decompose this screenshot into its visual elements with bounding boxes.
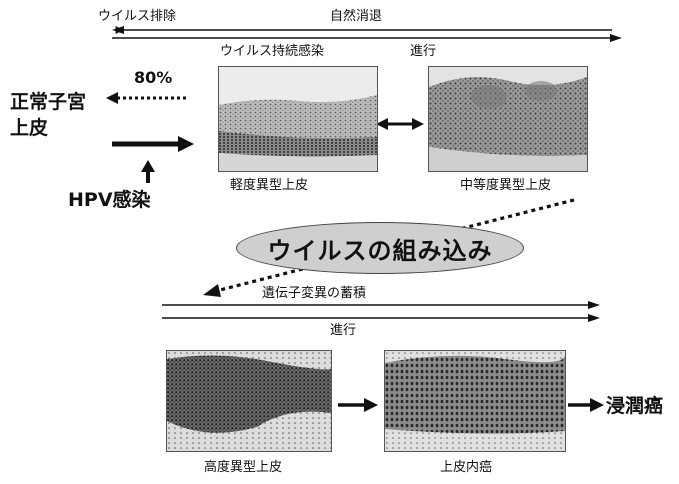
natural-regression-label: 自然消退 xyxy=(330,9,383,24)
severe-dysplasia-micrograph xyxy=(166,350,332,452)
carcinoma-in-situ-label: 上皮内癌 xyxy=(440,460,493,475)
mild-dysplasia-micrograph xyxy=(218,66,378,172)
persistent-infection-label: ウイルス持続感染 xyxy=(220,44,325,59)
gene-accumulation-label: 遺伝子変異の蓄積 xyxy=(262,286,367,301)
progression-top-label: 進行 xyxy=(410,44,437,59)
virus-elimination-label: ウイルス排除 xyxy=(98,9,177,24)
moderate-dysplasia-micrograph xyxy=(428,66,588,172)
bottom-timeline-arrows xyxy=(162,301,600,322)
cis-to-invasive-arrow xyxy=(568,398,604,412)
top-timeline-arrows xyxy=(112,26,622,42)
normal-epithelium-line2: 上皮 xyxy=(10,117,49,139)
hpv-up-arrow xyxy=(141,160,155,183)
viral-integration-ellipse: ウイルスの組み込み xyxy=(236,222,524,274)
hpv-infection-label: HPV感染 xyxy=(68,189,151,211)
mild-dysplasia-label: 軽度異型上皮 xyxy=(230,178,309,193)
invasive-cancer-label: 浸潤癌 xyxy=(606,395,664,417)
bidirectional-arrow xyxy=(376,118,424,130)
percentage-label: 80% xyxy=(134,68,173,87)
carcinoma-in-situ-micrograph xyxy=(384,350,566,452)
viral-integration-label: ウイルスの組み込み xyxy=(267,236,493,265)
progression-bold-arrow xyxy=(112,136,194,152)
moderate-dysplasia-label: 中等度異型上皮 xyxy=(460,178,552,193)
normal-epithelium-line1: 正常子宮 xyxy=(10,91,87,113)
severe-dysplasia-label: 高度異型上皮 xyxy=(204,460,283,475)
regression-dotted-arrow xyxy=(106,92,186,104)
progression-bottom-label: 進行 xyxy=(330,323,357,338)
severe-to-cis-arrow xyxy=(338,398,378,412)
